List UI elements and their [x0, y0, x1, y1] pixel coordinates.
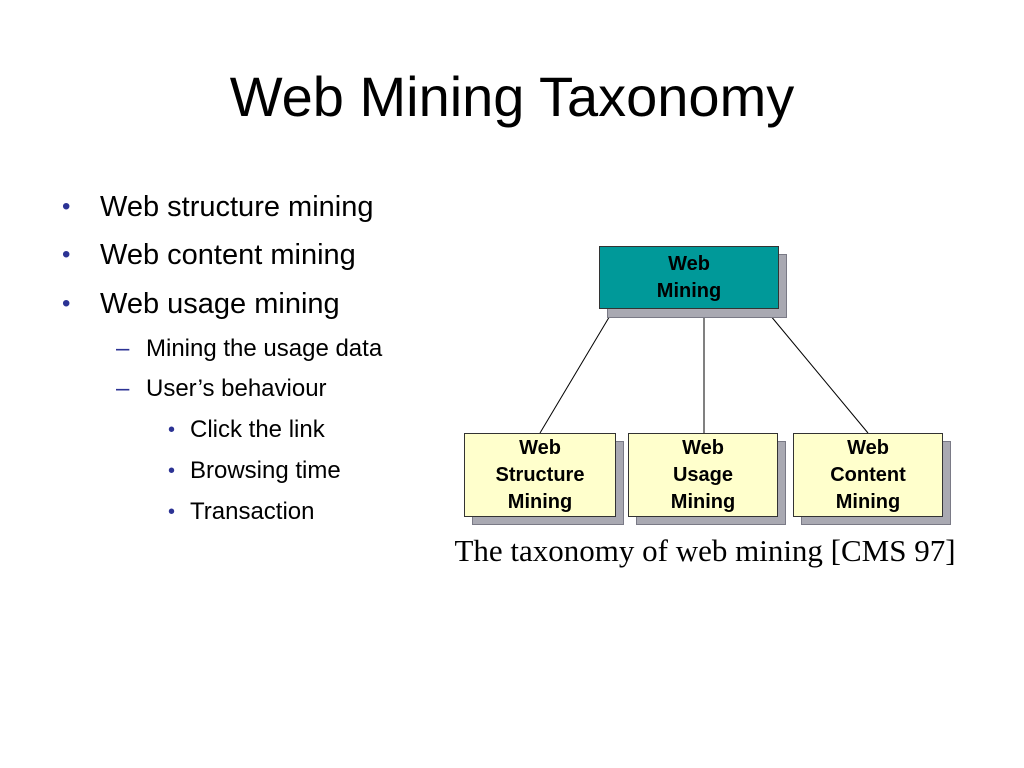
- bullet-text: Web content mining: [100, 239, 356, 271]
- bullet-text: Web usage mining: [100, 288, 340, 320]
- root-node-shadow: [607, 254, 787, 318]
- connector-line-structure: [539, 308, 615, 434]
- subsubbullet-browsing-time: • Browsing time: [168, 456, 341, 486]
- bullet-web-structure-mining: • Web structure mining: [62, 190, 374, 224]
- bullet-text: Transaction: [190, 498, 315, 525]
- subsubbullet-marker: •: [168, 460, 176, 482]
- subsubbullet-click-the-link: • Click the link: [168, 415, 325, 445]
- subbullet-mining-usage-data: – Mining the usage data: [116, 334, 383, 364]
- subsubbullet-transaction: • Transaction: [168, 497, 315, 527]
- child-node-web-structure-mining: Web Structure Mining: [464, 433, 616, 517]
- bullet-text: Web structure mining: [100, 191, 374, 223]
- diagram-caption: The taxonomy of web mining [CMS 97]: [454, 533, 956, 568]
- node-label: Web Content Mining: [830, 436, 906, 513]
- bullet-text: User’s behaviour: [146, 375, 327, 402]
- child-node-web-content-mining: Web Content Mining: [793, 433, 943, 517]
- bullet-marker: •: [62, 290, 71, 317]
- node-label: Web Mining: [656, 252, 722, 302]
- bullet-text: Browsing time: [190, 457, 341, 484]
- subsubbullet-marker: •: [168, 501, 176, 523]
- node-label: Web Structure Mining: [495, 436, 585, 513]
- bullet-list: • Web structure mining • Web content min…: [0, 0, 440, 560]
- root-node-web-mining: Web Mining: [599, 246, 779, 309]
- node-label: Web Usage Mining: [670, 436, 736, 513]
- subbullet-users-behaviour: – User’s behaviour: [116, 374, 327, 404]
- bullet-web-usage-mining: • Web usage mining: [62, 287, 340, 321]
- connector-line-content: [764, 308, 869, 434]
- child-node-web-usage-mining: Web Usage Mining: [628, 433, 778, 517]
- subsubbullet-marker: •: [168, 419, 176, 441]
- bullet-text: Mining the usage data: [146, 335, 383, 362]
- subbullet-marker: –: [116, 375, 130, 402]
- child-node-shadow: [472, 441, 624, 525]
- bullet-marker: •: [62, 193, 71, 220]
- child-node-shadow: [801, 441, 951, 525]
- bullet-text: Click the link: [190, 416, 325, 443]
- child-node-shadow: [636, 441, 786, 525]
- subbullet-marker: –: [116, 335, 130, 362]
- bullet-marker: •: [62, 241, 71, 268]
- slide-title: Web Mining Taxonomy: [229, 65, 795, 128]
- bullet-web-content-mining: • Web content mining: [62, 238, 356, 272]
